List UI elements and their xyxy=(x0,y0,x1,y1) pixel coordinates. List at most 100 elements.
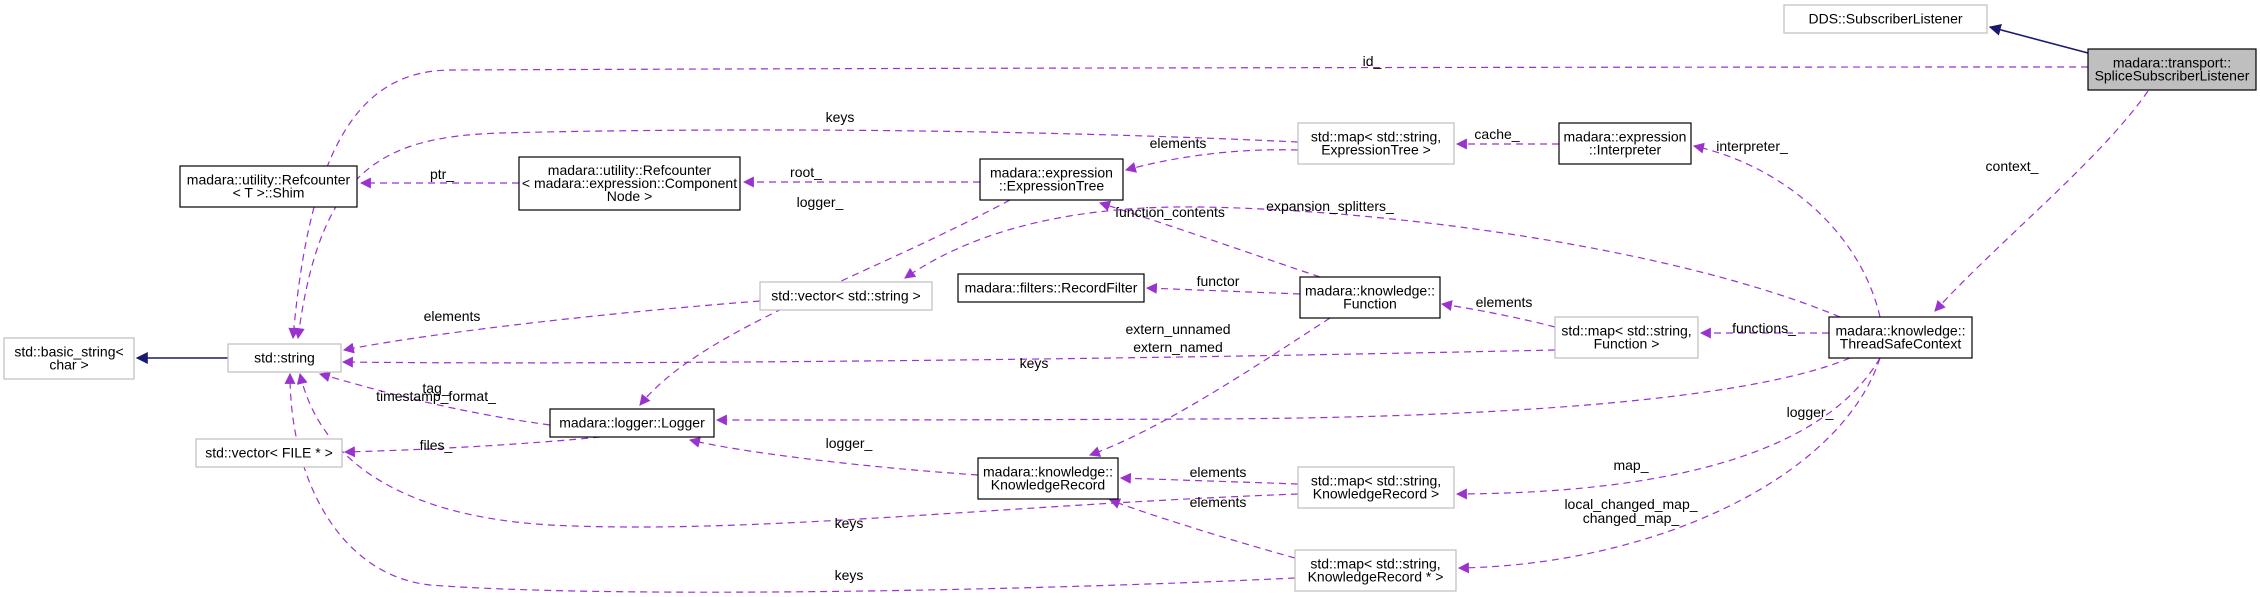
node-box xyxy=(195,438,343,468)
node-box xyxy=(957,273,1145,303)
edge-keys-mapkr: keys xyxy=(296,372,1299,531)
edge-label: elements xyxy=(1190,464,1247,480)
edge-label: keys xyxy=(826,109,855,125)
node-box xyxy=(1294,549,1457,592)
node-box xyxy=(979,158,1124,201)
usage-arrow xyxy=(688,436,979,476)
node-label: std::vector< std::string > xyxy=(771,288,920,304)
node-string[interactable]: std::string xyxy=(227,343,342,373)
node-splice[interactable]: madara::transport::SpliceSubscriberListe… xyxy=(2087,48,2257,91)
node-box xyxy=(977,457,1119,500)
edge-context: context_ xyxy=(1934,90,2149,312)
node-label: std::basic_string< xyxy=(14,344,123,360)
edge-elements-mapfunc: elements xyxy=(1440,294,1556,328)
edge-cache: cache_ xyxy=(1455,126,1559,150)
node-map-func[interactable]: std::map< std::string,Function > xyxy=(1554,316,1699,359)
node-label: SpliceSubscriberListener xyxy=(2095,68,2250,84)
usage-arrow xyxy=(296,372,1299,528)
node-box xyxy=(549,408,715,438)
edge-id: id_ xyxy=(288,53,2089,340)
edge-label: map_ xyxy=(1613,457,1648,473)
node-label: ExpressionTree > xyxy=(1321,142,1431,158)
usage-arrow xyxy=(1457,357,1881,574)
node-box xyxy=(227,343,342,373)
node-map-kr[interactable]: std::map< std::string,KnowledgeRecord > xyxy=(1297,466,1455,509)
edge-label: keys xyxy=(1020,355,1049,371)
edge-label: functions_ xyxy=(1732,320,1796,336)
node-logger[interactable]: madara::logger::Logger xyxy=(549,408,715,438)
node-exprtree[interactable]: madara::expression::ExpressionTree xyxy=(979,158,1124,201)
node-label: < madara::expression::Component xyxy=(522,175,737,191)
node-dds-sub[interactable]: DDS::SubscriberListener xyxy=(1783,4,1988,34)
node-box xyxy=(1558,122,1692,165)
node-label: madara::knowledge:: xyxy=(1836,323,1966,339)
node-label: DDS::SubscriberListener xyxy=(1808,11,1962,27)
usage-arrow xyxy=(284,372,1296,593)
node-label: madara::utility::Refcounter xyxy=(187,172,351,188)
node-krecord[interactable]: madara::knowledge::KnowledgeRecord xyxy=(977,457,1119,500)
usage-arrow xyxy=(1934,90,2149,312)
edge-inherit-dds xyxy=(1988,23,2089,54)
node-box xyxy=(1783,4,1988,34)
edge-interpreter: interpreter_ xyxy=(1692,138,1881,318)
node-box xyxy=(2087,48,2257,91)
edge-keys-mapfunc: keys xyxy=(341,349,1556,371)
node-label: madara::knowledge:: xyxy=(1305,283,1435,299)
node-label: std::string xyxy=(254,350,315,366)
usage-arrow xyxy=(1088,317,1331,457)
edge-expansion: expansion_splitters_ xyxy=(904,198,1841,318)
usage-arrow xyxy=(288,66,2089,340)
node-label: ::ExpressionTree xyxy=(999,178,1105,194)
node-label: madara::logger::Logger xyxy=(559,415,705,431)
edge-logger-tsc: logger_ xyxy=(715,357,1851,426)
edge-elements-mapkrp: elements xyxy=(1108,494,1296,559)
edge-label: logger_ xyxy=(826,435,873,451)
edge-root: root_ xyxy=(742,164,980,188)
node-label: std::map< std::string, xyxy=(1310,556,1440,572)
usage-arrow xyxy=(1692,142,1881,318)
node-function[interactable]: madara::knowledge::Function xyxy=(1299,276,1441,319)
node-recfilter[interactable]: madara::filters::RecordFilter xyxy=(957,273,1145,303)
node-shim[interactable]: madara::utility::Refcounter< T >::Shim xyxy=(179,165,358,208)
edge-label: root_ xyxy=(790,164,822,180)
edge-label: elements xyxy=(424,308,481,324)
node-vec-string[interactable]: std::vector< std::string > xyxy=(759,281,933,311)
node-label: Function xyxy=(1343,296,1397,312)
edge-ptr: ptr_ xyxy=(359,166,519,189)
node-label: KnowledgeRecord xyxy=(991,477,1105,493)
node-map-krp[interactable]: std::map< std::string,KnowledgeRecord * … xyxy=(1294,549,1457,592)
edge-changed: local_changed_map_changed_map_ xyxy=(1457,357,1881,574)
edge-label: logger_ xyxy=(797,194,844,210)
edge-label: function_contents xyxy=(1115,204,1225,220)
node-label: < T >::Shim xyxy=(233,185,305,201)
node-box xyxy=(1299,276,1441,319)
node-label: madara::filters::RecordFilter xyxy=(965,280,1138,296)
usage-arrow xyxy=(343,436,601,458)
node-basic-string[interactable]: std::basic_string<char > xyxy=(3,337,135,380)
edge-label: timestamp_format_ xyxy=(376,388,496,404)
usage-arrow xyxy=(1098,200,1321,278)
node-interp[interactable]: madara::expression::Interpreter xyxy=(1558,122,1692,165)
node-refcounter[interactable]: madara::utility::Refcounter< madara::exp… xyxy=(518,156,741,211)
usage-arrow xyxy=(1119,472,1299,485)
edge-label: ptr_ xyxy=(430,166,454,182)
edge-label: keys xyxy=(835,567,864,583)
edge-label: local_changed_map_ xyxy=(1564,496,1697,512)
node-map-expr[interactable]: std::map< std::string,ExpressionTree > xyxy=(1297,122,1455,165)
node-vec-file[interactable]: std::vector< FILE * > xyxy=(195,438,343,468)
edge-keys-mapexpr: keys xyxy=(293,109,1299,340)
node-label: madara::knowledge:: xyxy=(983,464,1113,480)
usage-arrow xyxy=(1108,498,1296,559)
node-box xyxy=(1554,316,1699,359)
edge-label: cache_ xyxy=(1474,126,1519,142)
edge-functor: functor xyxy=(1145,273,1301,295)
usage-arrow xyxy=(342,300,761,354)
edge-functions: functions_ xyxy=(1699,320,1829,339)
edge-label: tag_ xyxy=(422,380,449,396)
usage-arrow xyxy=(318,371,551,426)
node-label: ThreadSafeContext xyxy=(1840,336,1962,352)
node-tsc[interactable]: madara::knowledge::ThreadSafeContext xyxy=(1828,316,1973,359)
node-label: Node > xyxy=(607,188,653,204)
node-box xyxy=(1828,316,1973,359)
